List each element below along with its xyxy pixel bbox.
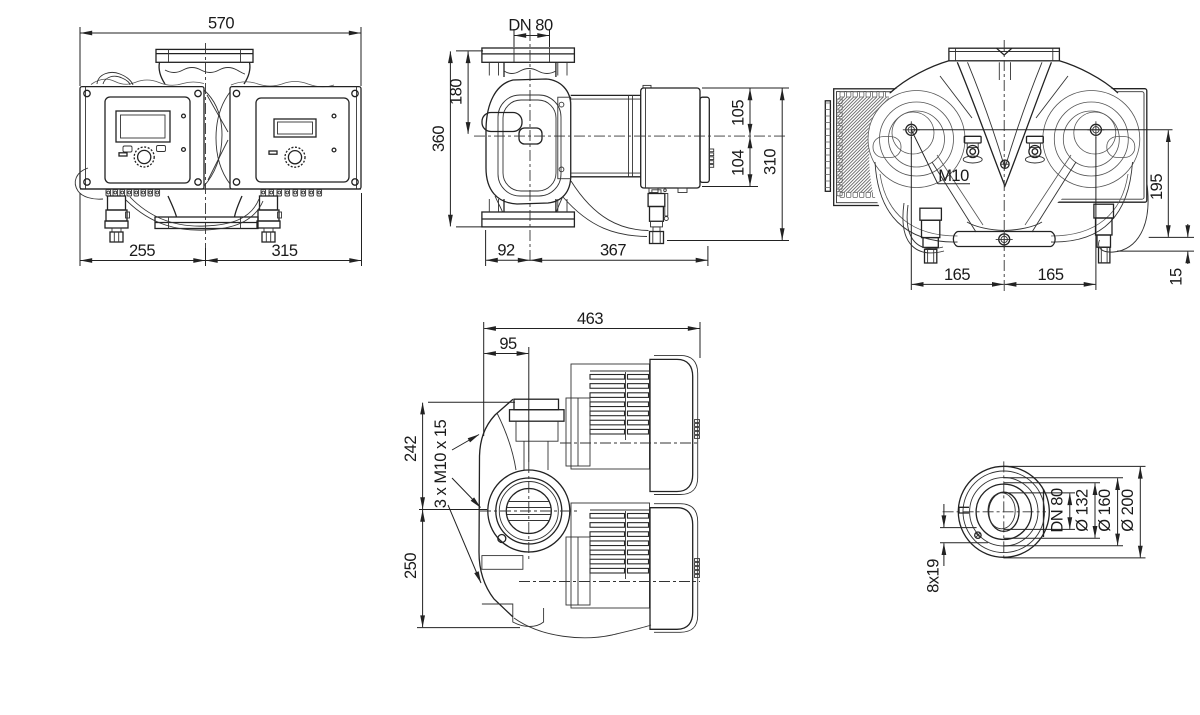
svg-text:570: 570 [208,15,234,33]
svg-text:92: 92 [497,242,515,260]
svg-text:315: 315 [271,242,297,260]
svg-text:242: 242 [402,436,420,462]
svg-text:105: 105 [730,100,748,126]
svg-text:165: 165 [1037,266,1063,284]
svg-text:8x19: 8x19 [924,559,942,593]
svg-text:250: 250 [402,553,420,579]
svg-text:95: 95 [499,335,517,353]
svg-text:M10: M10 [938,167,969,185]
svg-text:255: 255 [129,242,155,260]
svg-text:104: 104 [730,150,748,176]
svg-text:3 x M10 x 15: 3 x M10 x 15 [432,419,450,508]
svg-text:15: 15 [1167,268,1185,286]
svg-text:DN 80: DN 80 [508,17,553,35]
svg-text:Ø 132: Ø 132 [1074,489,1092,532]
svg-text:180: 180 [448,79,466,105]
svg-text:310: 310 [762,149,780,175]
svg-text:463: 463 [577,310,603,328]
svg-text:DN 80: DN 80 [1048,488,1066,533]
svg-text:195: 195 [1148,174,1166,200]
svg-text:165: 165 [944,266,970,284]
svg-text:Ø 200: Ø 200 [1119,489,1137,532]
svg-text:360: 360 [430,126,448,152]
svg-text:367: 367 [600,242,626,260]
svg-text:Ø 160: Ø 160 [1096,489,1114,532]
